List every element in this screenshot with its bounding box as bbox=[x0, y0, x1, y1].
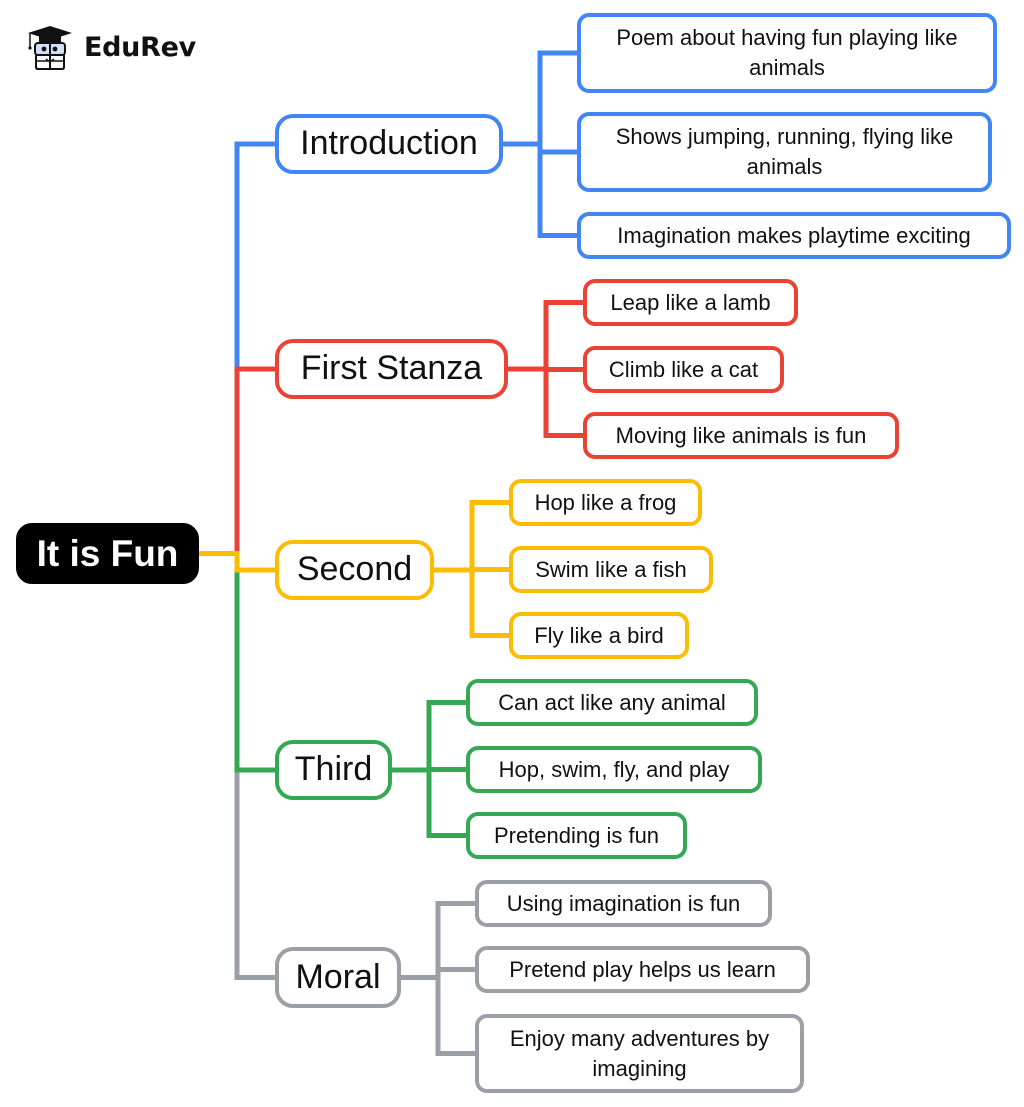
edge-root-to-second bbox=[199, 551, 275, 573]
leaf-label: Pretend play helps us learn bbox=[509, 956, 776, 982]
leaf-node[interactable]: Imagination makes playtime exciting bbox=[577, 212, 1011, 259]
edurev-logo: EduRev bbox=[24, 22, 196, 72]
branch-label: Introduction bbox=[300, 124, 478, 163]
branch-label: Third bbox=[294, 750, 373, 789]
root-node[interactable]: It is Fun bbox=[16, 523, 199, 584]
leaf-label: Climb like a cat bbox=[608, 356, 759, 382]
leaf-label: Swim like a fish bbox=[535, 556, 687, 582]
branch-introduction[interactable]: Introduction bbox=[275, 114, 503, 174]
leaf-label: Hop, swim, fly, and play bbox=[498, 756, 730, 782]
branch-moral[interactable]: Moral bbox=[275, 947, 401, 1008]
leaf-node[interactable]: Swim like a fish bbox=[509, 546, 713, 593]
leaf-node[interactable]: Using imagination is fun bbox=[475, 880, 772, 927]
root-label: It is Fun bbox=[36, 532, 179, 574]
leaf-node[interactable]: Leap like a lamb bbox=[583, 279, 798, 326]
leaf-node[interactable]: Fly like a bird bbox=[509, 612, 689, 659]
leaf-label: Pretending is fun bbox=[493, 822, 660, 848]
branch-label: Second bbox=[296, 550, 413, 589]
leaf-node[interactable]: Hop like a frog bbox=[509, 479, 702, 526]
logo-text: EduRev bbox=[84, 31, 196, 63]
graduate-mascot-icon bbox=[28, 26, 72, 70]
leaf-node[interactable]: Climb like a cat bbox=[583, 346, 784, 393]
leaf-label: Enjoy many adventures by imagining bbox=[509, 1025, 770, 1081]
leaf-node[interactable]: Enjoy many adventures by imagining bbox=[475, 1014, 804, 1093]
leaf-label: Shows jumping, running, flying like anim… bbox=[615, 124, 954, 179]
leaf-label: Fly like a bird bbox=[534, 622, 664, 648]
leaf-node[interactable]: Hop, swim, fly, and play bbox=[466, 746, 762, 793]
leaf-label: Poem about having fun playing like anima… bbox=[616, 25, 958, 80]
leaf-label: Hop like a frog bbox=[534, 489, 677, 515]
leaf-node[interactable]: Shows jumping, running, flying like anim… bbox=[577, 112, 992, 192]
leaf-label: Using imagination is fun bbox=[506, 890, 741, 916]
branch-label: Moral bbox=[295, 957, 381, 996]
leaf-node[interactable]: Can act like any animal bbox=[466, 679, 758, 726]
leaf-node[interactable]: Pretend play helps us learn bbox=[475, 946, 810, 993]
leaf-label: Imagination makes playtime exciting bbox=[617, 222, 971, 248]
branch-first-stanza[interactable]: First Stanza bbox=[275, 339, 508, 399]
leaf-node[interactable]: Moving like animals is fun bbox=[583, 412, 899, 459]
branch-label: First Stanza bbox=[300, 349, 483, 388]
branch-third[interactable]: Third bbox=[275, 740, 392, 800]
leaf-label: Leap like a lamb bbox=[610, 289, 771, 315]
branch-second[interactable]: Second bbox=[275, 540, 434, 600]
leaf-node[interactable]: Pretending is fun bbox=[466, 812, 687, 859]
leaf-label: Moving like animals is fun bbox=[615, 422, 867, 448]
leaf-label: Can act like any animal bbox=[498, 689, 726, 715]
leaf-node[interactable]: Poem about having fun playing like anima… bbox=[577, 13, 997, 93]
